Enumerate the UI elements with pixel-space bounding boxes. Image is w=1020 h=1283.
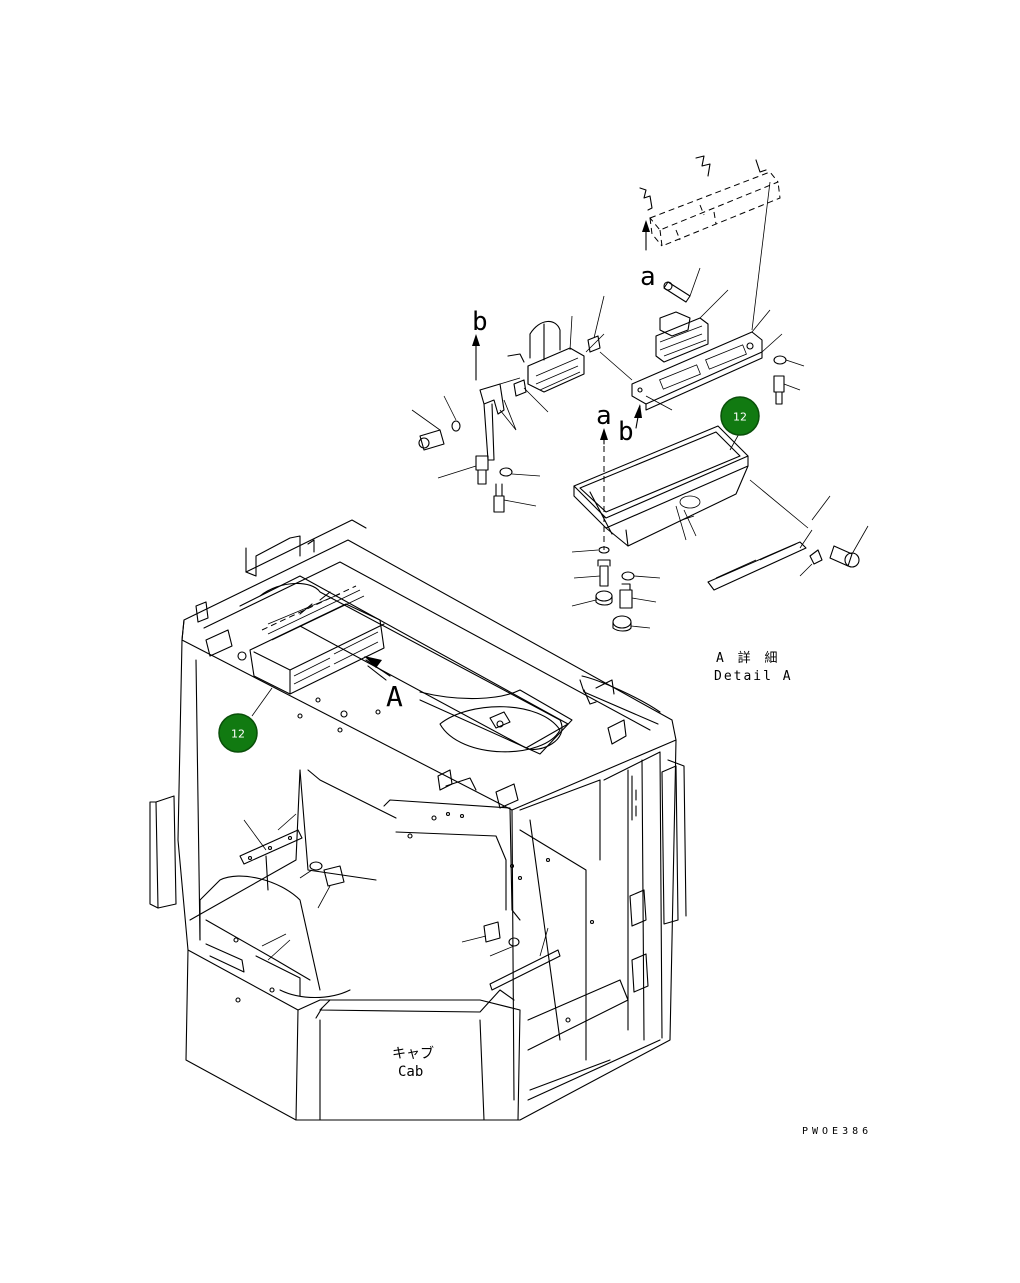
handrails [149, 679, 687, 925]
callout-12-cab[interactable]: 12 [218, 687, 273, 753]
callout-12-detail[interactable]: 12 [720, 396, 760, 451]
cab-label-ja: キャブ [392, 1045, 434, 1062]
ref-label-a-top: a [640, 262, 656, 292]
bolt-left-vertical [437, 455, 541, 513]
bolt-right [799, 525, 869, 577]
bolt-upper [663, 267, 701, 303]
cab-radio-assembly [249, 585, 385, 695]
ref-label-b-mid: b [618, 417, 634, 447]
view-arrow-a [364, 656, 391, 681]
tray-cover [707, 479, 831, 591]
left-bracket-arm [479, 351, 673, 461]
bolt-left-horizontal [411, 395, 461, 451]
roof-details [195, 601, 627, 809]
callout-12-detail-text: 12 [733, 411, 747, 424]
ref-label-b-left: b [472, 307, 488, 337]
callout-12-cab-text: 12 [231, 728, 245, 741]
drawing-code: PWOE386 [802, 1126, 872, 1137]
interior-parts [205, 775, 649, 1023]
radio-unit-right [655, 289, 729, 363]
top-bracket-dashed [639, 155, 781, 251]
washer-bolt-right [773, 355, 805, 405]
detail-label-ja: A 詳 細 [716, 650, 780, 666]
detail-label-en: Detail A [714, 669, 793, 684]
view-arrow-label: A [386, 680, 403, 713]
cab-label-en: Cab [398, 1064, 423, 1080]
cab-frame [177, 639, 677, 1121]
ref-label-a-mid: a [596, 401, 612, 431]
tray-fasteners [571, 546, 661, 632]
cab-roof [181, 519, 677, 811]
mounting-plate [631, 181, 783, 411]
clip-pieces [513, 295, 605, 413]
storage-tray [573, 425, 749, 550]
